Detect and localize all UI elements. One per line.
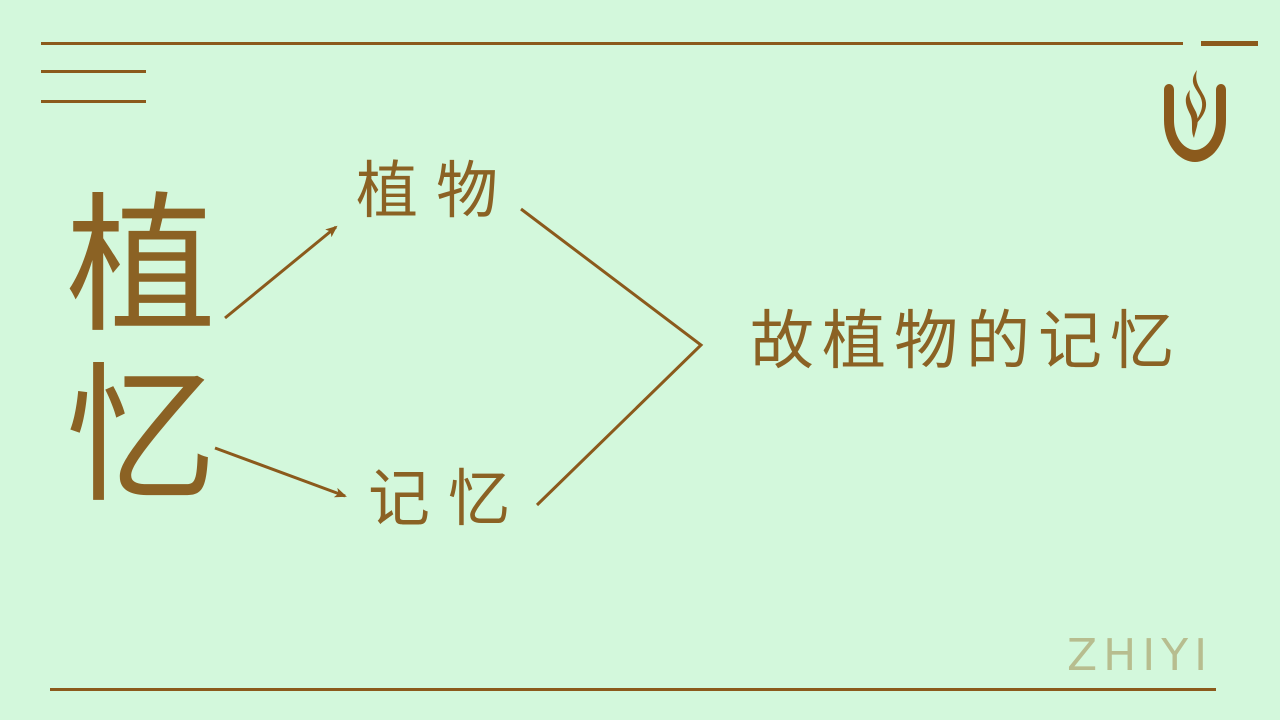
bottom-rule xyxy=(50,688,1216,691)
large-char-zhi: 植 xyxy=(66,180,217,354)
flame-in-cup-icon xyxy=(1164,70,1226,162)
arrow-to-plant xyxy=(224,225,338,320)
top-rule-long xyxy=(41,42,1183,45)
menu-rule-1 xyxy=(41,70,146,73)
menu-rule-2 xyxy=(41,100,146,103)
top-rule-right-short xyxy=(1201,41,1258,46)
branch-label-plant: 植物 xyxy=(356,154,517,227)
watermark-text: ZHIYI xyxy=(1067,630,1214,681)
result-phrase: 故植物的记忆 xyxy=(750,305,1182,379)
branch-label-memory: 记忆 xyxy=(368,462,529,535)
arrow-to-memory xyxy=(214,446,347,498)
large-char-yi: 忆 xyxy=(66,350,217,524)
merge-bracket xyxy=(520,207,704,507)
